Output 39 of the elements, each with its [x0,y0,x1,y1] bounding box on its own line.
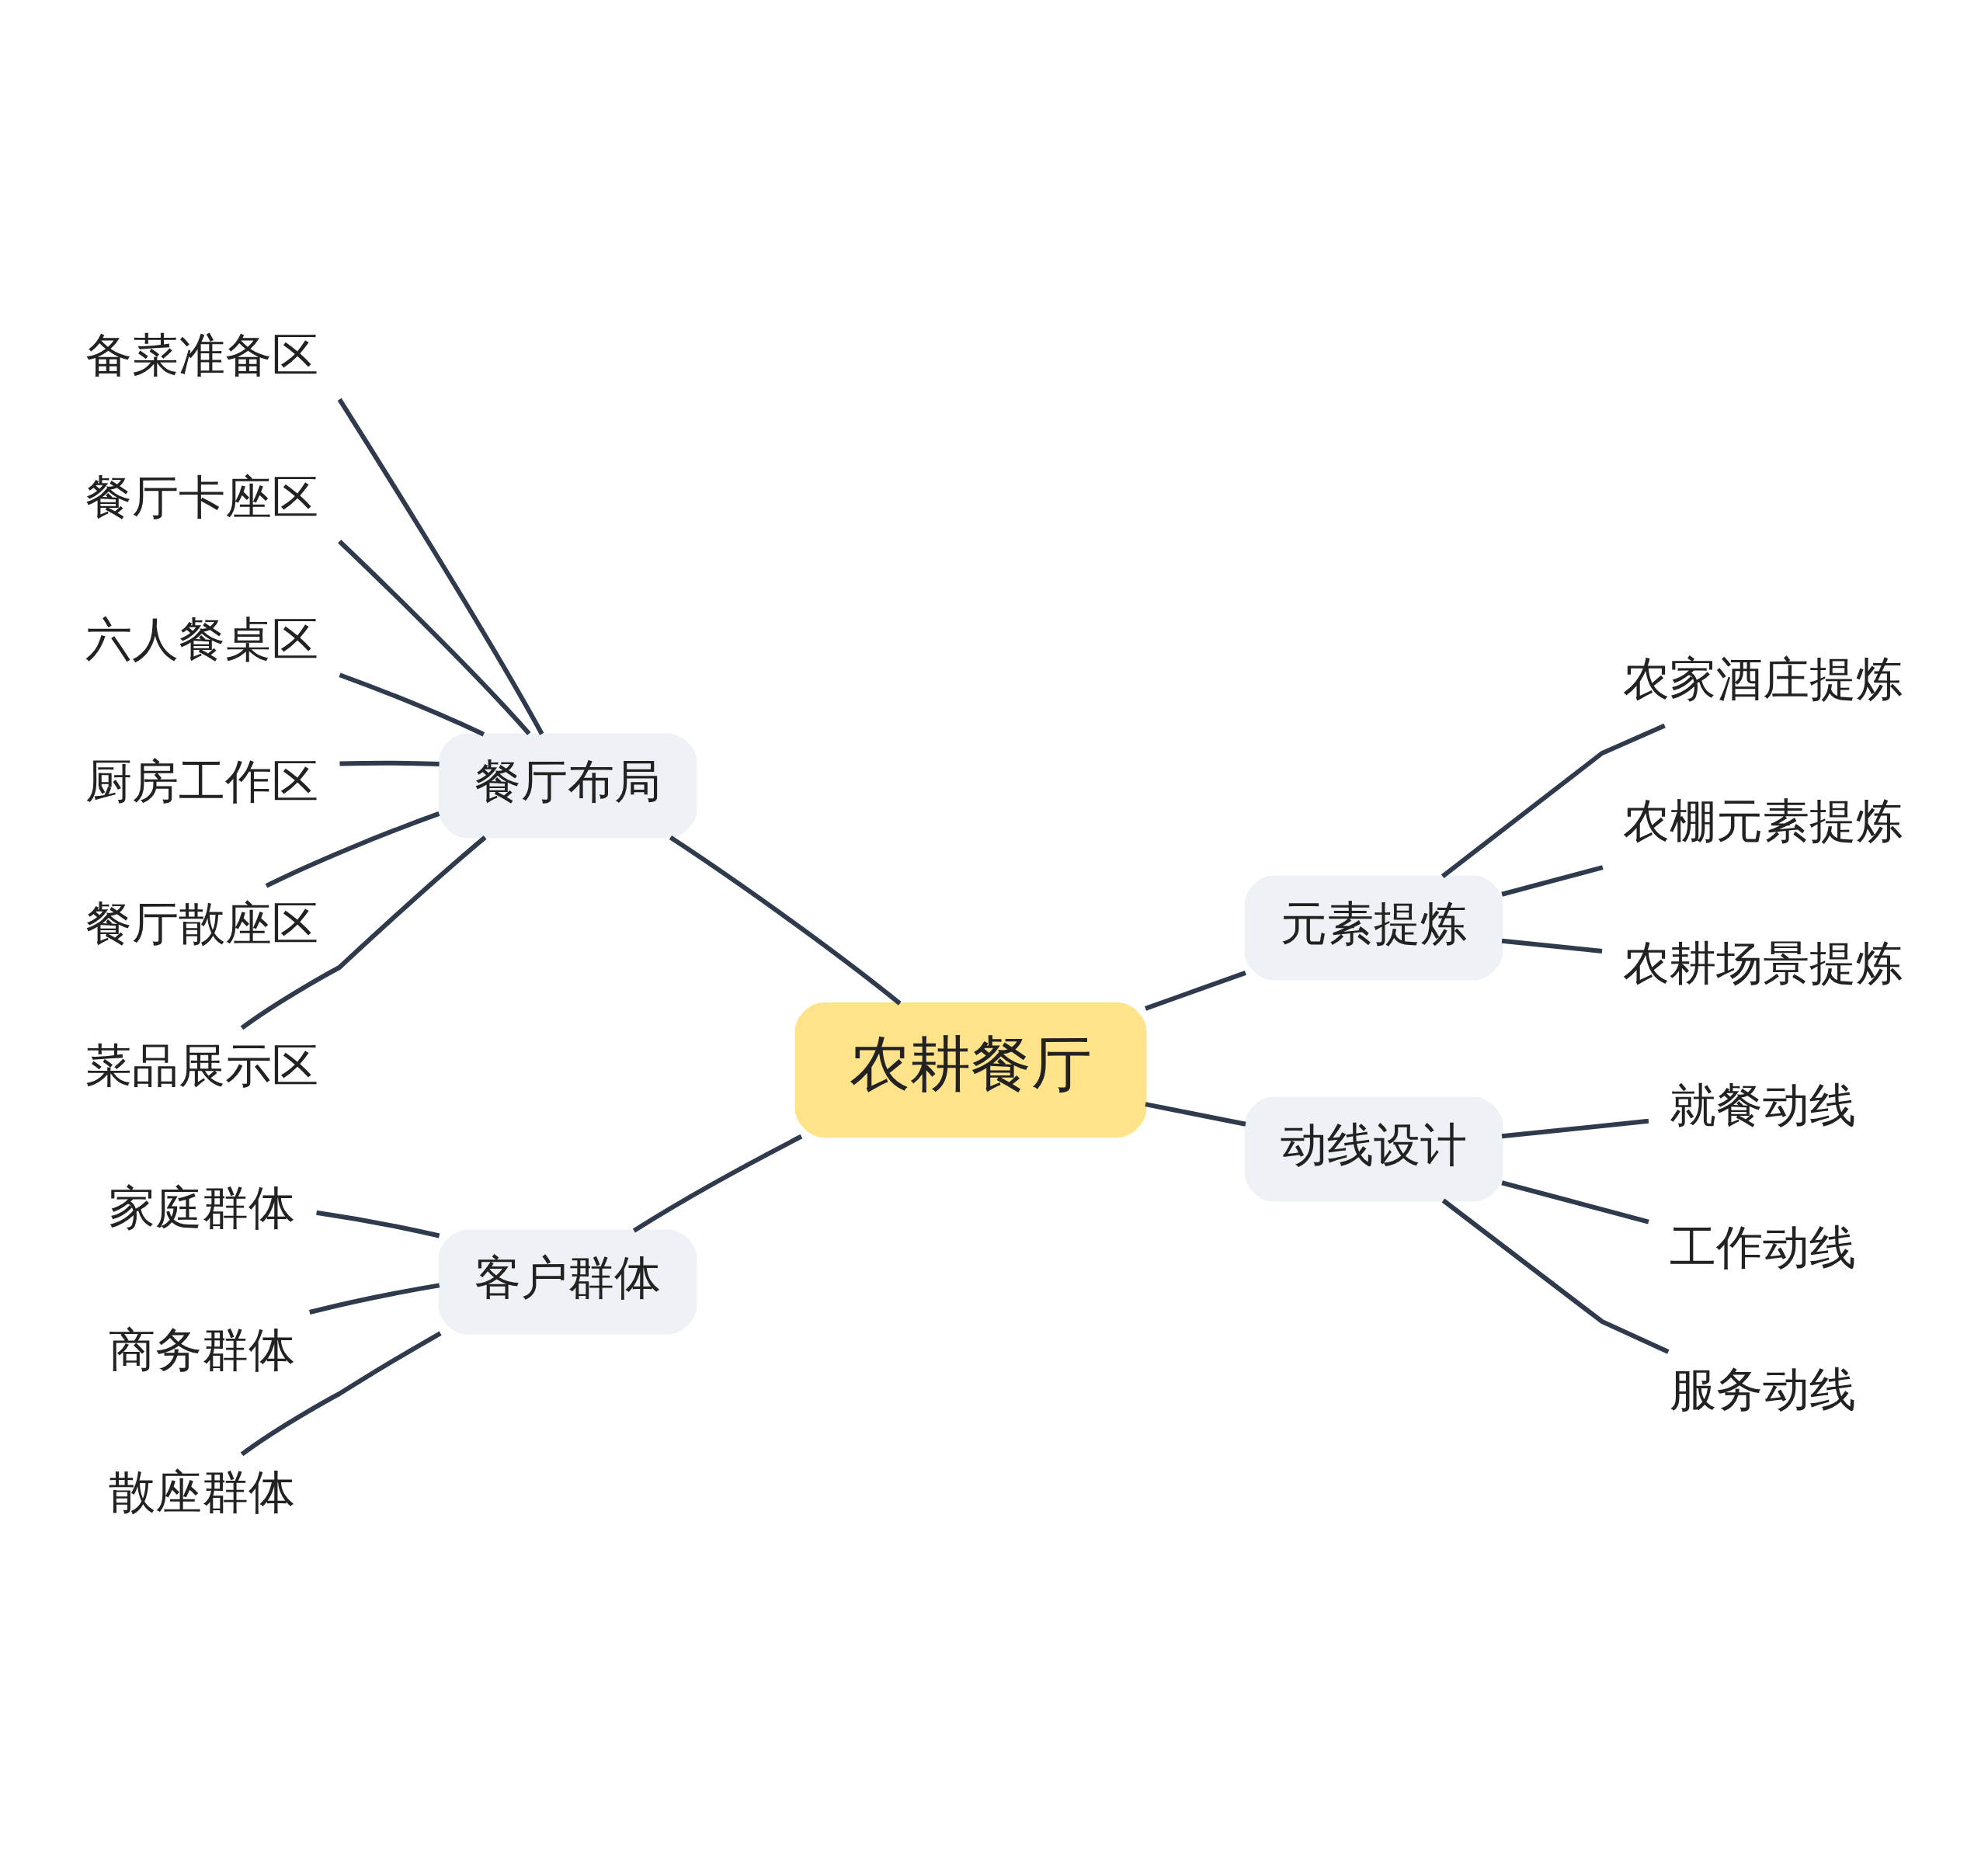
node-text: 商务群体 [109,1322,295,1377]
connector [1501,1118,1649,1138]
connector [1501,938,1603,954]
connector [1441,1198,1670,1354]
node-text: 散座群体 [109,1464,295,1519]
connector [339,672,485,736]
connector [632,1134,803,1232]
node-text: 家庭群体 [109,1179,295,1235]
connector [669,835,902,1006]
node-box: 农耕餐厅 [794,1002,1147,1138]
node-text: 餐厅卡座区 [85,469,318,524]
connector [1441,723,1666,878]
node-text: 六人餐桌区 [85,611,318,666]
node-text: 就餐动线 [1670,1077,1856,1132]
connector [1501,1179,1649,1224]
connector [240,1330,442,1456]
connector [309,1282,440,1315]
connector [1145,970,1246,1011]
node-text: 农耕场景提炼 [1623,935,1903,990]
node-text: 厨房工作区 [85,753,318,808]
node-text: 服务动线 [1670,1361,1856,1416]
connector [240,835,487,1030]
node-box: 餐厅布局 [438,733,697,838]
node-box: 动线设计 [1244,1096,1503,1201]
node-box: 元素提炼 [1244,875,1503,980]
connector [1501,864,1604,897]
connector [338,539,531,735]
node-text: 工作动线 [1670,1219,1856,1274]
node-box: 客户群体 [438,1229,697,1334]
node-text: 农家酒庄提炼 [1623,651,1903,706]
connector [265,811,440,888]
node-text: 农棚元素提炼 [1623,793,1903,848]
connector [1145,1101,1246,1127]
node-text: 餐厅散座区 [85,895,318,950]
connector [337,398,544,735]
node-text: 菜品展示区 [85,1037,318,1093]
connector [316,1210,440,1238]
node-text: 备菜准备区 [85,327,318,382]
connector [339,760,440,766]
